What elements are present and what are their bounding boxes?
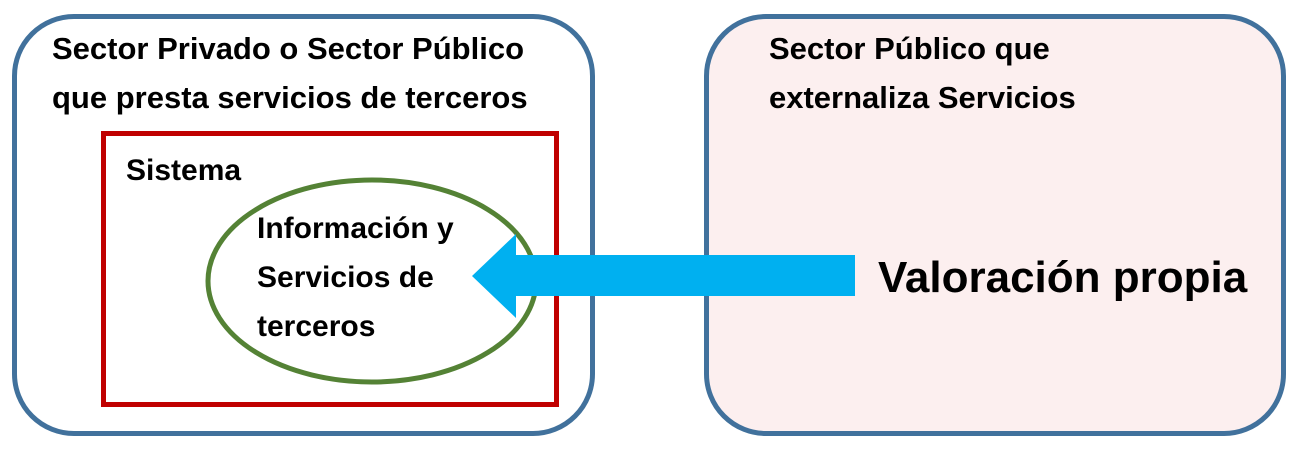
information-services-label: Información y Servicios de terceros <box>257 212 454 343</box>
public-sector-heading: Sector Público que externaliza Servicios <box>769 31 1076 115</box>
system-label: Sistema <box>126 154 242 187</box>
private-or-public-sector-heading: Sector Privado o Sector Público que pres… <box>52 31 528 115</box>
public-sector-box <box>704 14 1286 436</box>
own-valuation-label: Valoración propia <box>878 253 1248 302</box>
